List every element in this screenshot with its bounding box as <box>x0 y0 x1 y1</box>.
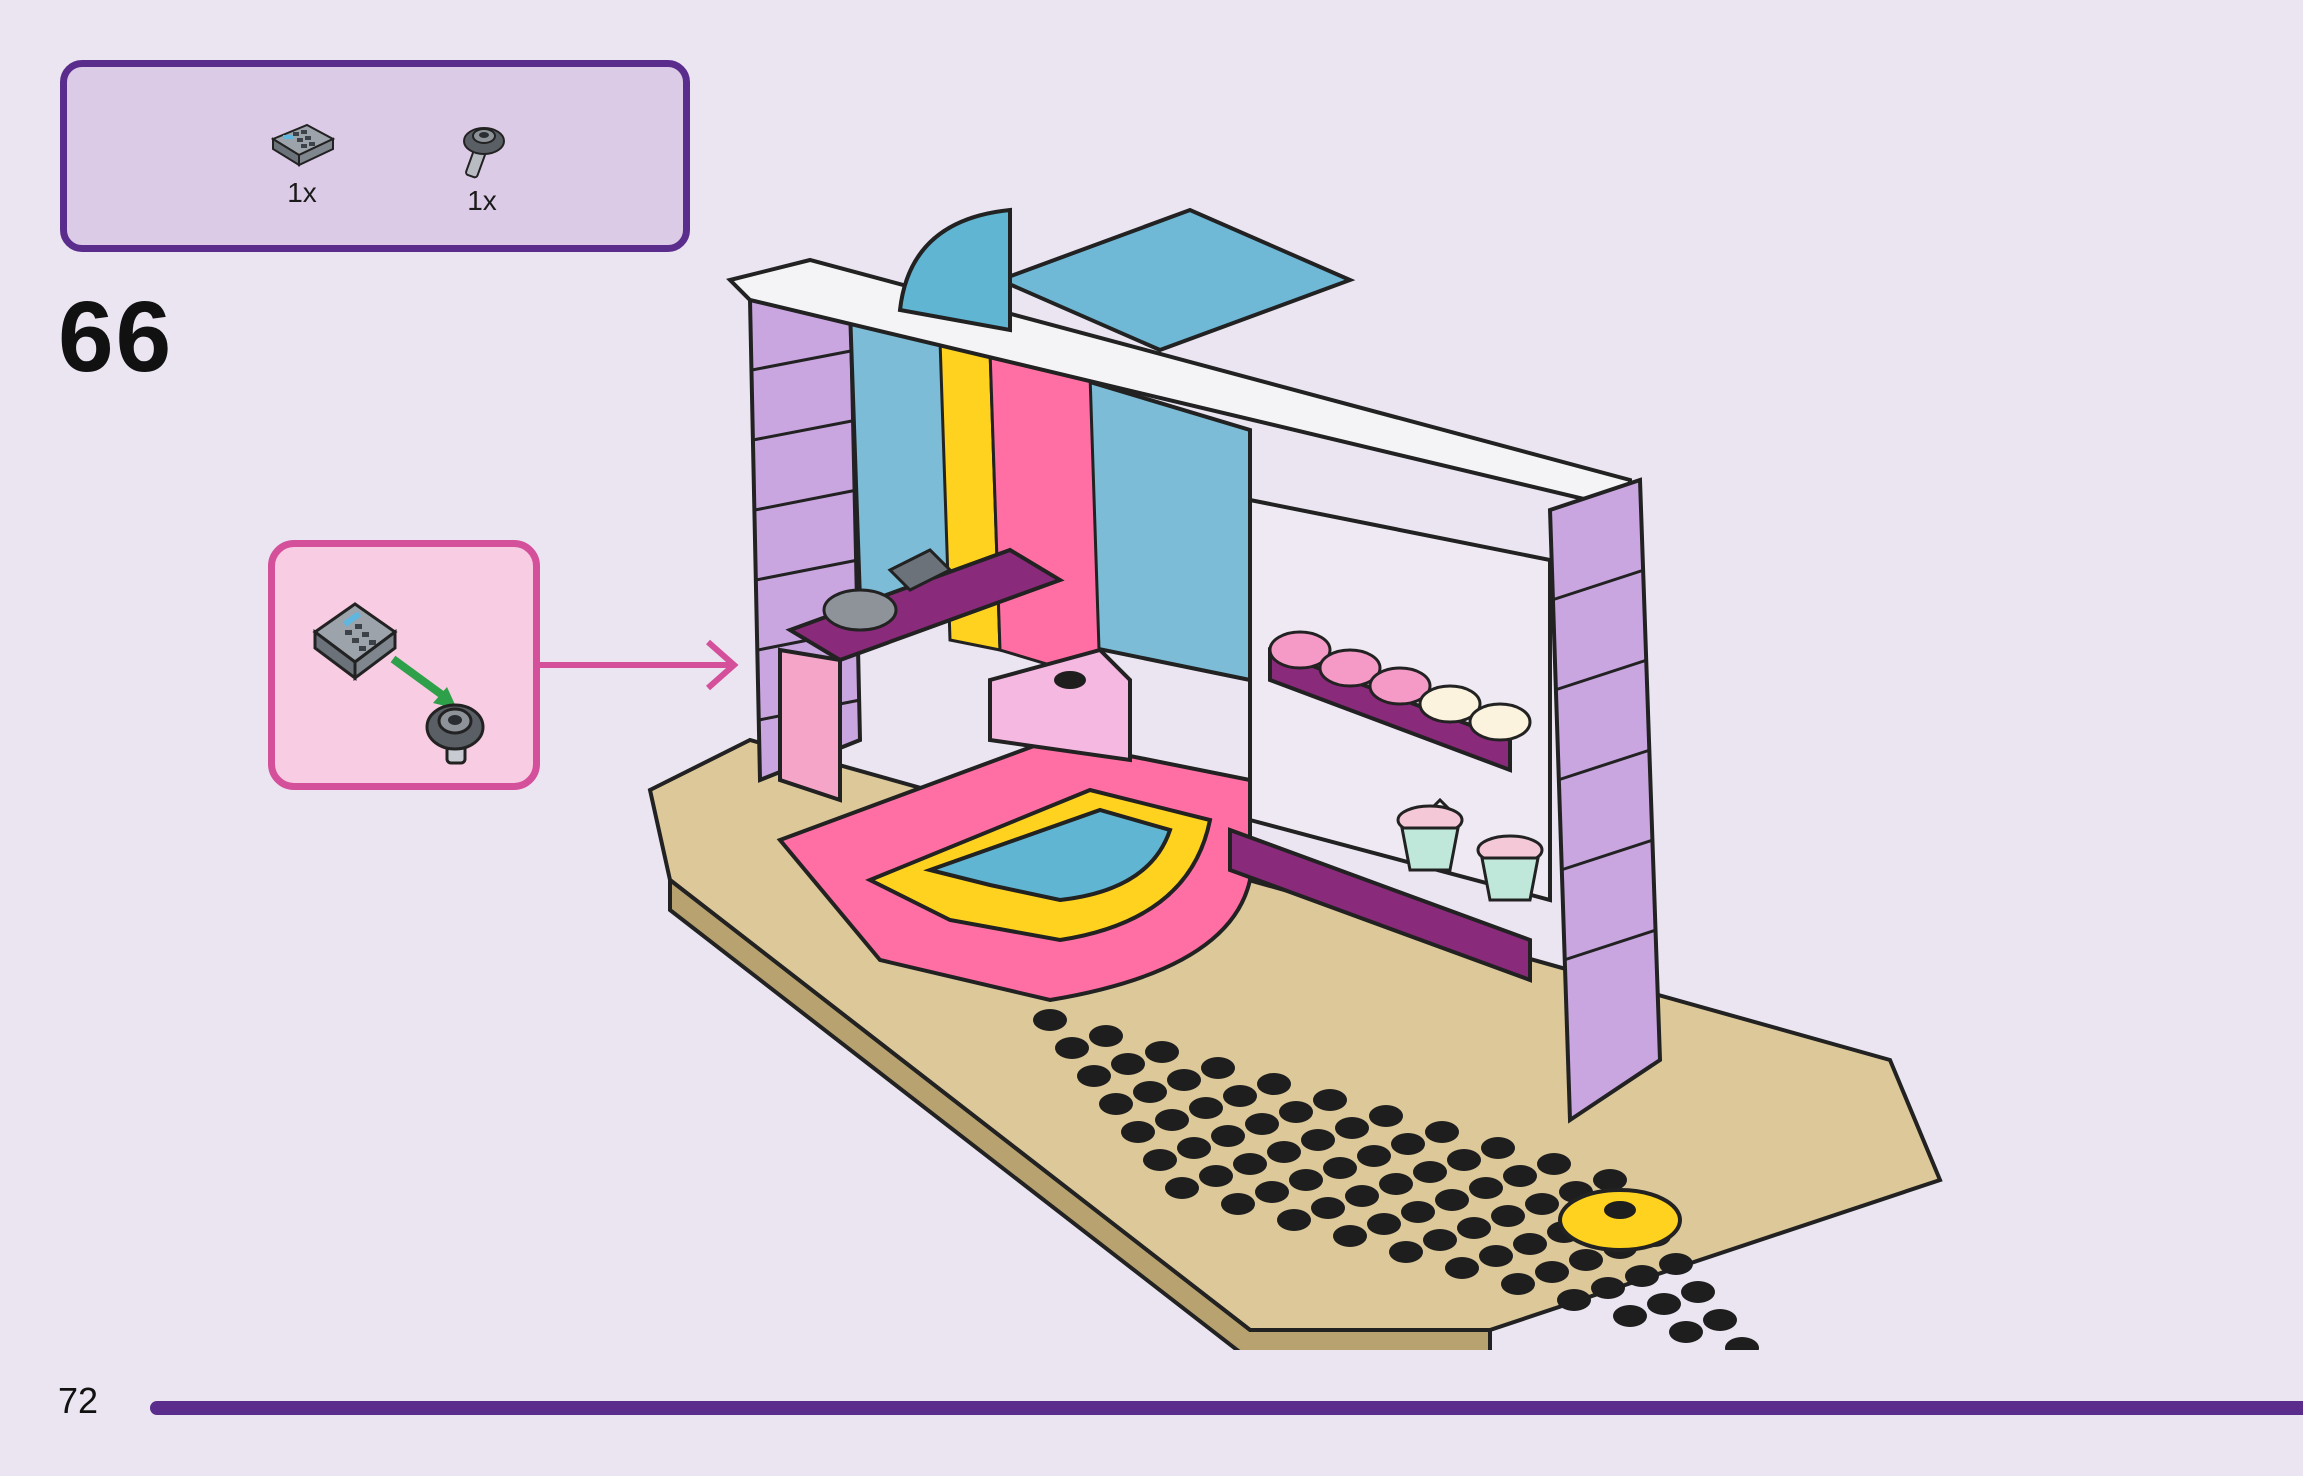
base-stud <box>1625 1265 1659 1287</box>
base-stud <box>1703 1309 1737 1331</box>
part-item-clip: 1x <box>437 117 527 217</box>
base-stud <box>1201 1057 1235 1079</box>
part-quantity: 1x <box>257 177 347 209</box>
base-stud <box>1143 1149 1177 1171</box>
base-stud <box>1491 1205 1525 1227</box>
part-item-keypad: 1x <box>257 117 347 209</box>
base-stud <box>1401 1201 1435 1223</box>
step-number: 66 <box>58 280 173 395</box>
base-stud <box>1445 1257 1479 1279</box>
base-stud <box>1277 1209 1311 1231</box>
base-stud <box>1469 1177 1503 1199</box>
parts-list-box: 1x 1x <box>60 60 690 252</box>
base-stud <box>1145 1041 1179 1063</box>
base-stud <box>1255 1181 1289 1203</box>
base-stud <box>1223 1085 1257 1107</box>
base-stud <box>1647 1293 1681 1315</box>
base-stud <box>1501 1273 1535 1295</box>
base-stud <box>1557 1289 1591 1311</box>
base-stud <box>1535 1261 1569 1283</box>
base-stud <box>1121 1121 1155 1143</box>
base-stud <box>1267 1141 1301 1163</box>
sub-assembly-callout <box>268 540 540 790</box>
base-stud <box>1479 1245 1513 1267</box>
base-stud <box>1659 1253 1693 1275</box>
keypad-attach-assembly-icon <box>275 547 533 783</box>
base-stud <box>1513 1233 1547 1255</box>
base-stud <box>1389 1241 1423 1263</box>
base-stud <box>1165 1177 1199 1199</box>
base-stud <box>1413 1161 1447 1183</box>
round-clip-plate-icon <box>452 117 512 181</box>
base-stud <box>1593 1169 1627 1191</box>
base-stud <box>1345 1185 1379 1207</box>
base-stud <box>1221 1193 1255 1215</box>
base-stud <box>1447 1149 1481 1171</box>
base-stud <box>1435 1189 1469 1211</box>
base-stud <box>1457 1217 1491 1239</box>
base-stud <box>1425 1121 1459 1143</box>
base-stud <box>1525 1193 1559 1215</box>
base-stud <box>1167 1069 1201 1091</box>
base-stud <box>1569 1249 1603 1271</box>
base-stud <box>1301 1129 1335 1151</box>
base-stud <box>1481 1137 1515 1159</box>
base-stud <box>1391 1133 1425 1155</box>
base-stud <box>1333 1225 1367 1247</box>
base-stud <box>1133 1081 1167 1103</box>
base-stud <box>1423 1229 1457 1251</box>
base-stud <box>1681 1281 1715 1303</box>
base-stud <box>1335 1117 1369 1139</box>
base-stud <box>1323 1157 1357 1179</box>
base-stud <box>1379 1173 1413 1195</box>
base-stud <box>1369 1105 1403 1127</box>
base-stud <box>1279 1101 1313 1123</box>
base-stud <box>1199 1165 1233 1187</box>
base-stud <box>1233 1153 1267 1175</box>
register-keypad-tile-icon <box>267 117 337 173</box>
base-stud <box>1111 1053 1145 1075</box>
base-stud <box>1211 1125 1245 1147</box>
base-stud <box>1357 1145 1391 1167</box>
base-stud <box>1257 1073 1291 1095</box>
page-number: 72 <box>58 1380 98 1422</box>
base-stud <box>1367 1213 1401 1235</box>
base-stud <box>1669 1321 1703 1343</box>
base-stud <box>1591 1277 1625 1299</box>
base-stud <box>1245 1113 1279 1135</box>
base-stud <box>1311 1197 1345 1219</box>
base-stud <box>1177 1137 1211 1159</box>
base-stud <box>1537 1153 1571 1175</box>
base-stud <box>1289 1169 1323 1191</box>
base-stud <box>1155 1109 1189 1131</box>
base-stud <box>1313 1089 1347 1111</box>
base-stud <box>1089 1025 1123 1047</box>
part-quantity: 1x <box>437 185 527 217</box>
base-stud <box>1055 1037 1089 1059</box>
footer-rule <box>150 1401 2303 1415</box>
base-stud <box>1725 1337 1759 1350</box>
base-stud <box>1613 1305 1647 1327</box>
base-stud <box>1099 1093 1133 1115</box>
base-stud <box>1077 1065 1111 1087</box>
bakery-model-illustration <box>630 180 1950 1350</box>
base-stud <box>1033 1009 1067 1031</box>
base-stud <box>1503 1165 1537 1187</box>
base-stud <box>1189 1097 1223 1119</box>
